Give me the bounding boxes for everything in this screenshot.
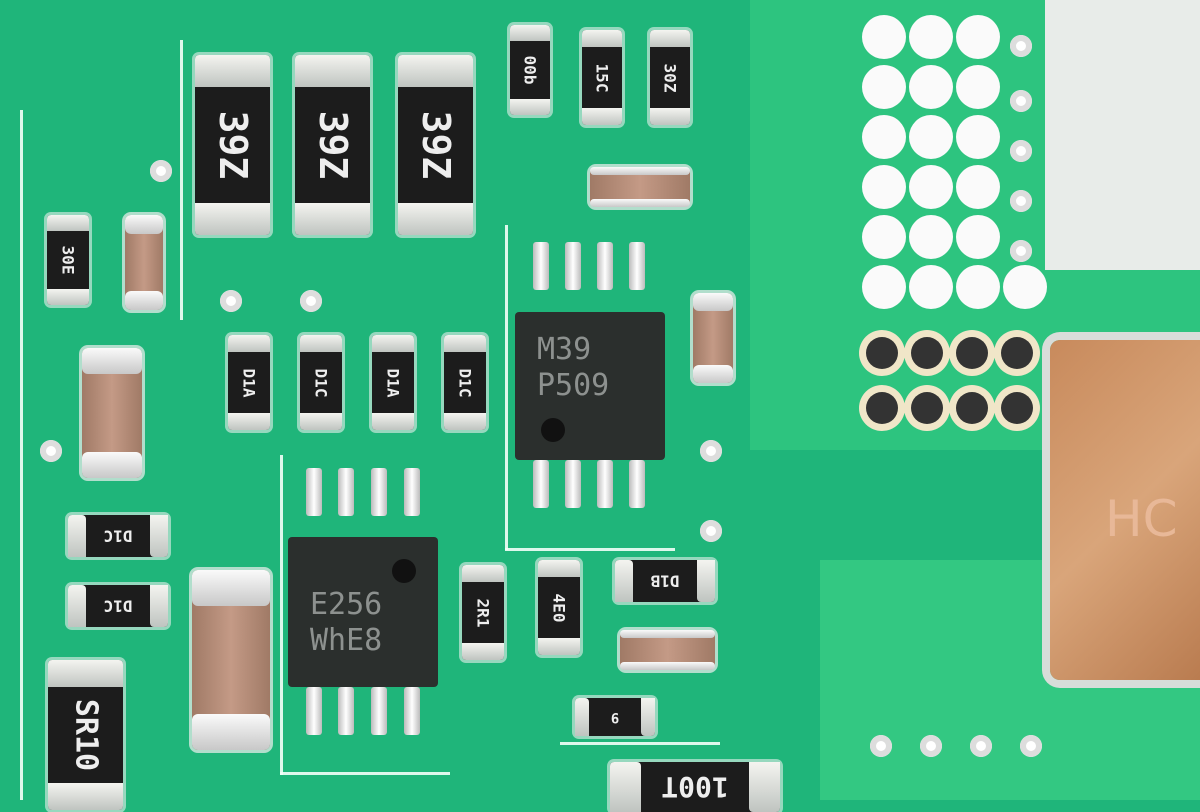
resistor: 39Z: [195, 55, 270, 235]
ic-pin: [338, 687, 354, 735]
solder-pad: [909, 115, 953, 159]
through-hole: [911, 392, 943, 424]
through-hole: [1001, 392, 1033, 424]
solder-pad: [956, 215, 1000, 259]
ic-pin: [371, 687, 387, 735]
solder-pad: [956, 15, 1000, 59]
resistor: 100T: [610, 762, 780, 812]
via: [300, 290, 322, 312]
ic-pin: [306, 687, 322, 735]
through-hole: [956, 337, 988, 369]
pin1-dot: [541, 418, 565, 442]
resistor: D1A: [228, 335, 270, 430]
silk-line: [560, 742, 720, 745]
via: [1010, 190, 1032, 212]
solder-pad: [862, 65, 906, 109]
through-hole: [866, 392, 898, 424]
through-hole: [1001, 337, 1033, 369]
capacitor: [620, 630, 715, 670]
solder-pad: [956, 165, 1000, 209]
resistor: SR10: [48, 660, 123, 810]
solder-pad: [909, 215, 953, 259]
via: [970, 735, 992, 757]
via: [700, 440, 722, 462]
capacitor: [590, 167, 690, 207]
resistor: 15C: [582, 30, 622, 125]
solder-pad: [909, 165, 953, 209]
solder-pad: [862, 215, 906, 259]
solder-pad: [909, 65, 953, 109]
solder-pad-area: [1045, 0, 1200, 270]
resistor: 39Z: [295, 55, 370, 235]
resistor: 00b: [510, 25, 550, 115]
silk-line: [180, 40, 183, 320]
diode: 9: [575, 698, 655, 736]
resistor: D1C: [300, 335, 342, 430]
resistor: D1C: [68, 515, 168, 557]
resistor: D1C: [444, 335, 486, 430]
solder-pad: [862, 165, 906, 209]
ic-pin: [404, 687, 420, 735]
solder-pad: [956, 65, 1000, 109]
ic-pin: [371, 468, 387, 516]
silk-line: [505, 548, 675, 551]
ic-pin: [306, 468, 322, 516]
silk-line: [280, 772, 450, 775]
silk-line: [20, 110, 23, 800]
resistor: 30E: [47, 215, 89, 305]
ic-pin: [338, 468, 354, 516]
ic-pin: [629, 460, 645, 508]
ic-chip-m39: M39 P509: [515, 312, 665, 460]
capacitor: [693, 293, 733, 383]
via: [870, 735, 892, 757]
resistor: 39Z: [398, 55, 473, 235]
solder-pad: [1003, 265, 1047, 309]
ic-chip-e256: E256 WhE8: [288, 537, 438, 687]
capacitor: [82, 348, 142, 478]
via: [1010, 140, 1032, 162]
silk-line: [505, 225, 508, 550]
ic-pin: [597, 460, 613, 508]
solder-pad: [909, 265, 953, 309]
capacitor: [125, 215, 163, 310]
ic-pin: [404, 468, 420, 516]
resistor: 30Z: [650, 30, 690, 125]
via: [150, 160, 172, 182]
via: [40, 440, 62, 462]
resistor: D1A: [372, 335, 414, 430]
through-hole: [866, 337, 898, 369]
solder-pad: [956, 115, 1000, 159]
ic-pin: [597, 242, 613, 290]
resistor: D1B: [615, 560, 715, 602]
solder-pad: [909, 15, 953, 59]
via: [1010, 90, 1032, 112]
resistor: 4E0: [538, 560, 580, 655]
ic-pin: [533, 242, 549, 290]
via: [1010, 240, 1032, 262]
through-hole: [956, 392, 988, 424]
via: [920, 735, 942, 757]
via: [1010, 35, 1032, 57]
through-hole: [911, 337, 943, 369]
copper-heatsink: HC: [1050, 340, 1200, 680]
solder-pad: [956, 265, 1000, 309]
via: [1020, 735, 1042, 757]
solder-pad: [862, 115, 906, 159]
via: [700, 520, 722, 542]
solder-pad: [862, 15, 906, 59]
solder-pad: [862, 265, 906, 309]
resistor: 2R1: [462, 565, 504, 660]
silk-line: [280, 455, 283, 775]
resistor: D1C: [68, 585, 168, 627]
ic-pin: [629, 242, 645, 290]
via: [220, 290, 242, 312]
capacitor: [192, 570, 270, 750]
ic-pin: [533, 460, 549, 508]
pin1-dot: [392, 559, 416, 583]
ic-pin: [565, 460, 581, 508]
ic-pin: [565, 242, 581, 290]
